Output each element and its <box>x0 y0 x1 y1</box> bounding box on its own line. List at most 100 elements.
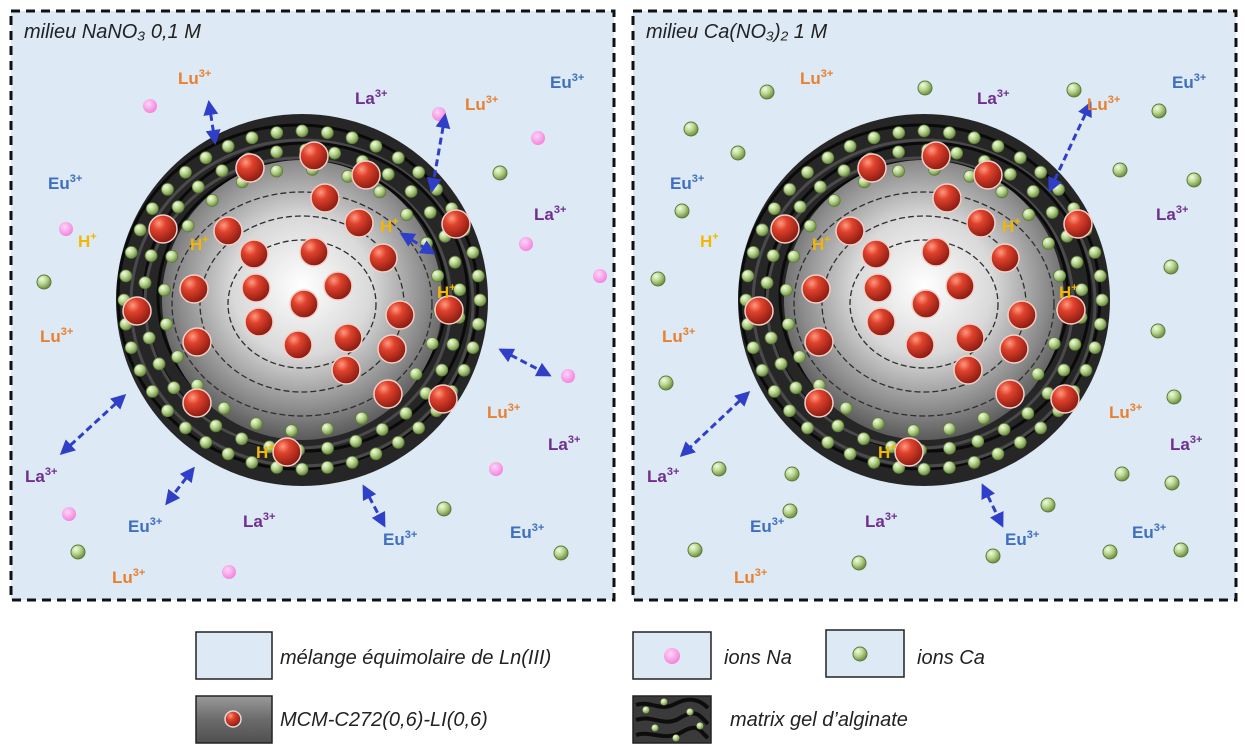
exchange-arrow <box>165 466 195 506</box>
ca-ion <box>70 544 86 560</box>
mcm-bead <box>1056 295 1086 325</box>
ion-label-eu: Eu3+ <box>1132 522 1166 542</box>
ca-ion-bead <box>412 165 426 179</box>
ca-ion-bead <box>152 357 166 371</box>
ca-ion-bead <box>205 194 219 207</box>
ca-ion-bead <box>161 182 174 196</box>
ca-ion-bead <box>412 421 426 435</box>
ca-ion-bead <box>1093 317 1107 331</box>
na-ion-icon <box>664 648 680 664</box>
ca-ion-bead <box>789 381 803 395</box>
exchange-arrow <box>59 393 127 456</box>
ca-ion-bead <box>320 422 334 436</box>
ca-ion-bead <box>1088 245 1102 259</box>
ca-ion-bead <box>1022 208 1036 222</box>
ca-ion-bead <box>746 341 760 355</box>
ca-ion-bead <box>157 283 171 297</box>
mcm-bead <box>1063 209 1093 239</box>
ca-ion-bead <box>457 363 471 377</box>
ca-ion-bead <box>827 194 841 207</box>
exchange-arrow <box>1048 101 1092 193</box>
ca-ion-bead <box>328 146 342 160</box>
mcm-bead <box>272 437 302 467</box>
na-ion <box>489 462 503 476</box>
ca-ion-bead <box>404 184 418 198</box>
ca-ion-bead <box>142 331 156 345</box>
ca-ion-bead <box>167 381 181 395</box>
proton-label: H+ <box>1059 282 1078 302</box>
ca-ion <box>492 165 508 181</box>
ca-ion-bead <box>1034 165 1047 179</box>
mcm-bead <box>299 141 329 171</box>
ca-ion-bead <box>369 447 383 461</box>
ca-ion-bead <box>755 223 769 237</box>
proton-label: H+ <box>1002 216 1021 236</box>
ca-ion-bead <box>448 255 462 269</box>
ca-ion-bead <box>381 167 395 181</box>
ca-ion-bead <box>764 331 778 345</box>
mcm-bead <box>213 216 243 246</box>
ion-label-la: La3+ <box>1170 434 1202 454</box>
ca-ion <box>436 501 452 517</box>
ion-label-lu: Lu3+ <box>800 68 833 88</box>
ca-ion-bead <box>780 283 793 297</box>
mcm-bead <box>995 379 1025 409</box>
ca-ion-bead <box>1093 269 1107 283</box>
ca-ion-bead <box>774 357 788 371</box>
proton-label: H+ <box>878 442 897 462</box>
mcm-bead <box>331 355 361 385</box>
ca-ion-bead <box>871 417 885 431</box>
legend-swatch-equimolar <box>195 631 273 680</box>
ca-ion-bead <box>270 145 283 159</box>
ca-ion-bead <box>755 363 769 377</box>
ca-ion-bead <box>892 145 905 159</box>
ca-ion-bead <box>399 406 413 420</box>
mcm-bead <box>182 327 212 357</box>
ca-ion-bead <box>813 180 827 194</box>
ca-ion-bead <box>295 124 309 138</box>
ca-ion-bead <box>1052 182 1065 196</box>
ca-ion-bead <box>235 432 249 446</box>
ca-ion-bead <box>1088 341 1102 355</box>
ion-label-eu: Eu3+ <box>1172 72 1206 92</box>
mcm-bead <box>804 388 834 418</box>
ca-ion-bead <box>178 421 192 435</box>
ion-label-lu: Lu3+ <box>465 94 498 114</box>
mcm-bead <box>835 216 865 246</box>
exchange-arrow <box>203 100 221 145</box>
mcm-bead <box>1050 384 1080 414</box>
ca-ion-bead <box>145 202 159 216</box>
ca-ion-bead <box>1057 363 1071 377</box>
ca-ion-bead <box>409 367 423 381</box>
ca-ion <box>1066 82 1082 98</box>
ca-ion-bead <box>471 269 485 283</box>
ca-ion <box>1150 323 1166 339</box>
mcm-bead <box>932 183 962 213</box>
ca-ion <box>784 466 800 482</box>
mcm-bead <box>945 271 975 301</box>
ca-ion-bead <box>133 223 147 237</box>
ca-ion-bead <box>793 200 807 214</box>
ca-ion-bead <box>320 460 334 474</box>
na-ion <box>143 99 157 113</box>
ca-ion-bead <box>793 350 806 364</box>
ca-ion-bead <box>466 341 480 355</box>
ion-label-la: La3+ <box>865 511 897 531</box>
ca-ion-bead <box>285 424 298 438</box>
ca-ion-bead <box>191 180 205 194</box>
ca-ion-bead <box>320 126 334 140</box>
ca-ion <box>683 121 699 137</box>
ca-ion-bead <box>165 250 179 263</box>
exchange-arrow <box>362 484 386 528</box>
ca-ion <box>782 503 798 519</box>
mcm-bead <box>804 327 834 357</box>
legend-label-ca: ions Ca <box>917 647 985 669</box>
ca-ion-bead <box>199 151 213 165</box>
ca-ion-bead <box>971 434 985 448</box>
ion-label-lu: Lu3+ <box>40 326 73 346</box>
ca-ion-bead <box>217 401 231 415</box>
ion-label-lu: Lu3+ <box>487 402 520 422</box>
ca-ion-bead <box>1079 363 1093 377</box>
ca-ion-bead <box>1045 205 1059 219</box>
